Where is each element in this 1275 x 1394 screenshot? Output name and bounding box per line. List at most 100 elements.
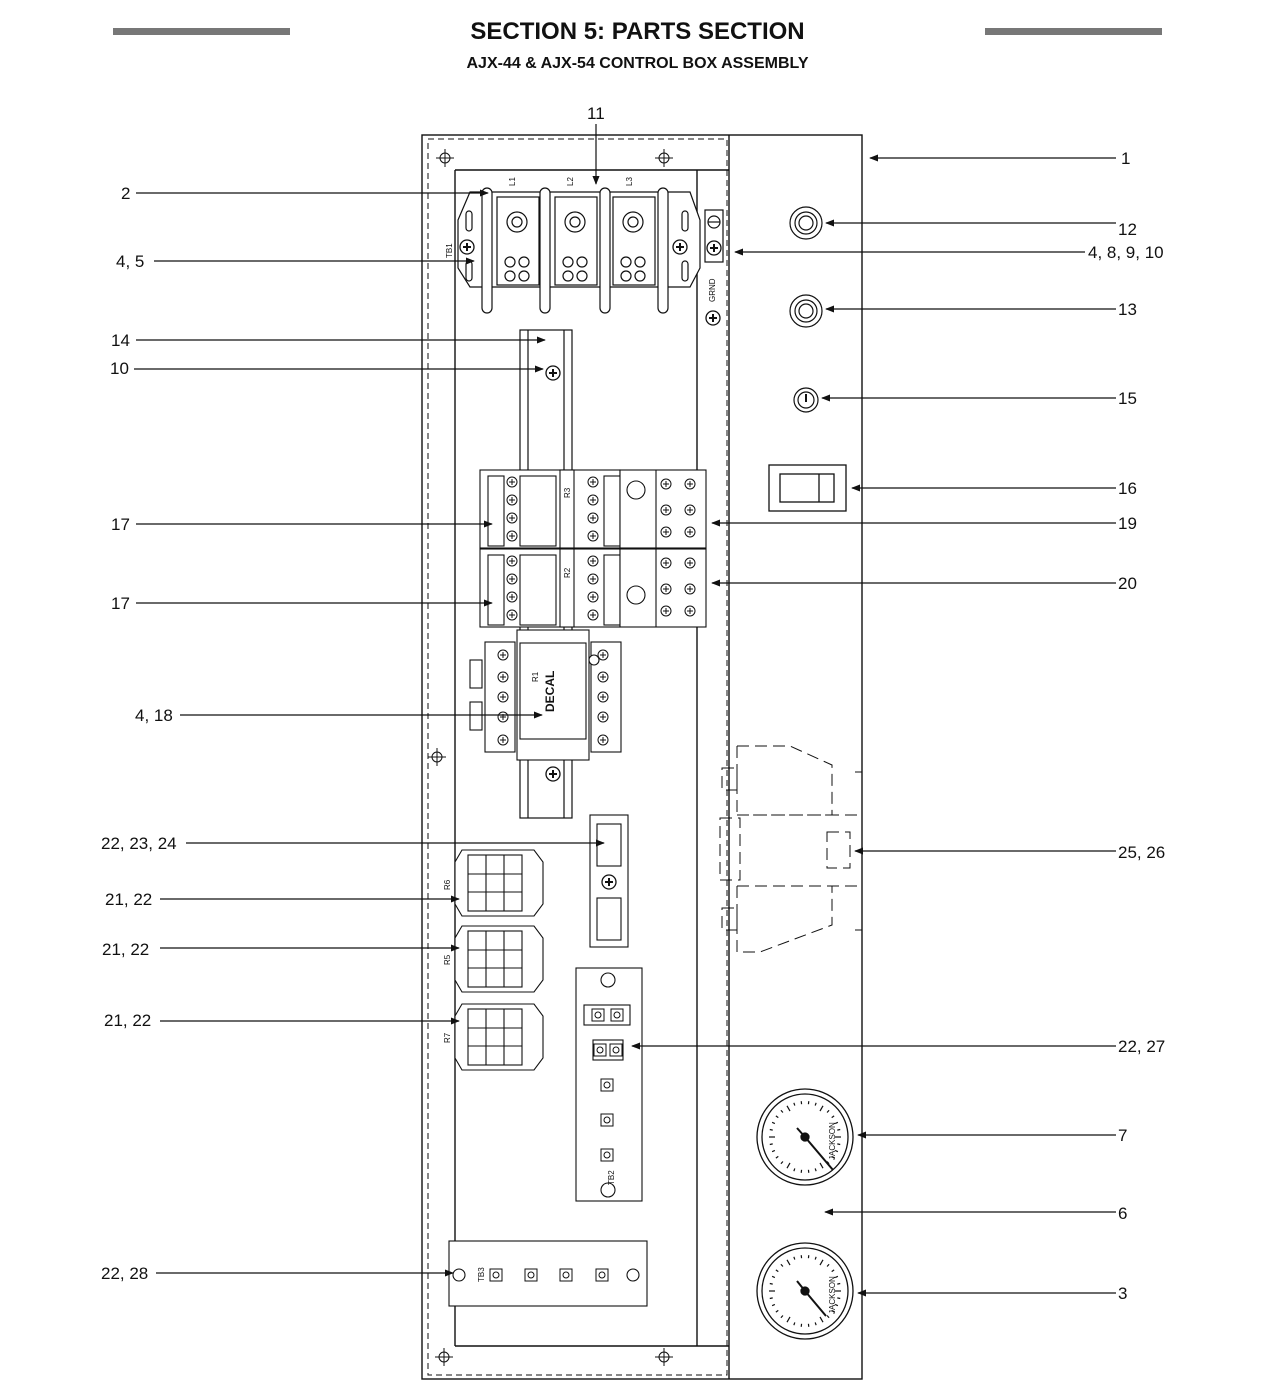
callout-11: 11 <box>587 104 605 123</box>
gauge-tick <box>814 1102 817 1106</box>
page-subtitle: AJX-44 & AJX-54 CONTROL BOX ASSEMBLY <box>466 55 809 72</box>
callout-6: 6 <box>1118 1204 1127 1223</box>
gauge-tick <box>831 1155 835 1159</box>
gauge-tick <box>793 1102 796 1106</box>
rocker-switch-16 <box>768 464 847 512</box>
callout-1: 1 <box>1121 149 1130 168</box>
terminal-block-tb3 <box>448 1240 648 1307</box>
gauge-tick <box>814 1256 817 1260</box>
callout-21-22-a: 21, 22 <box>105 890 152 909</box>
gauge-tick <box>769 1282 773 1285</box>
callout-7: 7 <box>1118 1126 1127 1145</box>
relay-socket-r7 <box>454 1003 544 1071</box>
gauge-tick <box>837 1297 841 1300</box>
callout-21-22-c: 21, 22 <box>104 1011 151 1030</box>
callout-14: 14 <box>111 331 130 350</box>
callout-4-18: 4, 18 <box>135 706 173 725</box>
gauge-tick <box>780 1263 784 1267</box>
contactor-r3 <box>479 469 621 549</box>
gauge-tick <box>771 1121 776 1125</box>
gauge-tick <box>819 1259 824 1266</box>
relay-socket-r6 <box>454 849 544 917</box>
relay-r1 <box>469 629 622 761</box>
gauge-tick <box>775 1115 779 1119</box>
gauge-tick <box>793 1168 796 1172</box>
callout-19: 19 <box>1118 514 1137 533</box>
callout-12: 12 <box>1118 220 1137 239</box>
label-tb1: TB1 <box>445 243 454 258</box>
gauge-tick <box>814 1168 817 1172</box>
gauge-tick <box>826 1263 830 1267</box>
gauge-tick <box>769 1143 773 1146</box>
contactor-r2 <box>479 548 621 628</box>
gauge-tick <box>819 1316 824 1323</box>
gauge-tick <box>814 1322 817 1326</box>
callout-2: 2 <box>121 184 130 203</box>
label-tb2: TB2 <box>607 1170 616 1185</box>
gauge-tick <box>775 1309 779 1313</box>
header-rule-left <box>113 28 290 35</box>
callout-17-lower: 17 <box>111 594 130 613</box>
callout-22-28: 22, 28 <box>101 1264 148 1283</box>
door-hinge-25-26 <box>719 745 862 953</box>
gauge-ticks <box>769 1101 841 1327</box>
gauge-3-brand: JACKSON <box>828 1276 837 1314</box>
gauge-tick <box>780 1315 784 1319</box>
gauge-tick <box>775 1269 779 1273</box>
gauge-tick <box>826 1161 830 1165</box>
label-r6: R6 <box>443 879 452 890</box>
pilot-light-13 <box>789 294 823 328</box>
label-r7: R7 <box>443 1032 452 1043</box>
gauge-tick <box>834 1149 839 1153</box>
gauge-3 <box>756 1242 854 1340</box>
relay-socket-r5 <box>454 925 544 993</box>
label-l1: L1 <box>508 177 517 186</box>
gauge-tick <box>831 1115 835 1119</box>
gauge-7-brand: JACKSON <box>828 1122 837 1160</box>
header-rule-right <box>985 28 1162 35</box>
gauge-tick <box>831 1269 835 1273</box>
gauge-tick <box>831 1309 835 1313</box>
label-tb3: TB3 <box>477 1267 486 1282</box>
enclosure <box>421 134 863 1380</box>
gauge-tick <box>837 1282 841 1285</box>
label-r3: R3 <box>563 487 572 498</box>
gauge-tick <box>786 1316 791 1323</box>
gauge-tick <box>793 1256 796 1260</box>
label-l3: L3 <box>625 177 634 186</box>
label-r1: R1 <box>531 671 540 682</box>
callout-4-8-9-10: 4, 8, 9, 10 <box>1088 243 1164 262</box>
gauge-tick <box>793 1322 796 1326</box>
gauge-tick <box>786 1162 791 1169</box>
gauge-tick <box>826 1109 830 1113</box>
gauge-tick <box>834 1303 839 1307</box>
leader-lines <box>134 124 1116 1297</box>
callout-22-23-24: 22, 23, 24 <box>101 834 177 853</box>
label-l2: L2 <box>566 177 575 186</box>
gauge-tick <box>771 1275 776 1279</box>
knob-15 <box>793 387 819 413</box>
terminal-block-tb1 <box>457 187 701 314</box>
callout-16: 16 <box>1118 479 1137 498</box>
gauge-tick <box>819 1105 824 1112</box>
gauge-tick <box>837 1128 841 1131</box>
callout-25-26: 25, 26 <box>1118 843 1165 862</box>
callout-21-22-b: 21, 22 <box>102 940 149 959</box>
label-grnd: GRND <box>708 278 717 302</box>
gauge-tick <box>837 1143 841 1146</box>
gauge-tick <box>834 1275 839 1279</box>
gauge-tick <box>786 1259 791 1266</box>
callout-20: 20 <box>1118 574 1137 593</box>
callout-17-upper: 17 <box>111 515 130 534</box>
gauge-tick <box>786 1105 791 1112</box>
callout-22-27: 22, 27 <box>1118 1037 1165 1056</box>
gauge-tick <box>771 1149 776 1153</box>
callout-4-5: 4, 5 <box>116 252 144 271</box>
gauge-tick <box>769 1297 773 1300</box>
callout-15: 15 <box>1118 389 1137 408</box>
gauge-7 <box>756 1088 854 1186</box>
gauge-tick <box>834 1121 839 1125</box>
pilot-light-12 <box>789 206 823 240</box>
gauge-tick <box>769 1128 773 1131</box>
